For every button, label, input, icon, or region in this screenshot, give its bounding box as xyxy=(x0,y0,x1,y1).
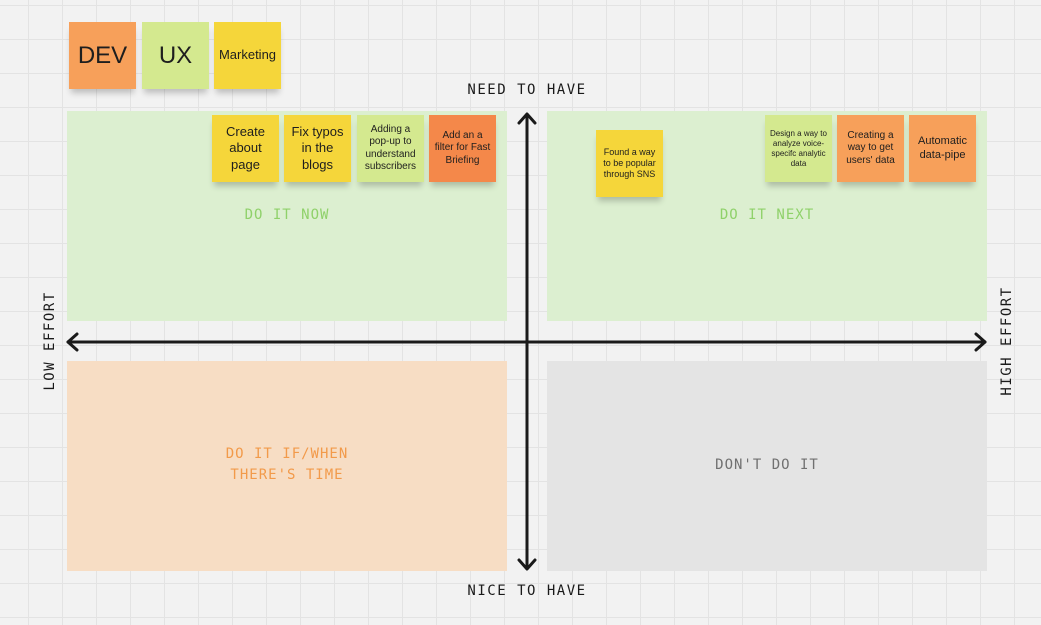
note-fix-typos-blogs[interactable]: Fix typos in the blogs xyxy=(284,115,351,182)
quadrant-dont-do-it xyxy=(547,361,987,571)
legend-marketing-note[interactable]: Marketing xyxy=(214,22,281,89)
quadrant-label-do-it-now: DO IT NOW xyxy=(244,207,330,223)
note-popular-sns[interactable]: Found a way to be popular through SNS xyxy=(596,130,663,197)
arrow-right-icon xyxy=(974,332,987,352)
note-text: Automatic data-pipe xyxy=(918,134,967,161)
note-text: Fix typos in the blogs xyxy=(291,124,344,172)
legend-ux-label: UX xyxy=(158,41,193,69)
quadrant-do-it-if-time xyxy=(67,361,507,571)
note-text: Creating a way to get users' data xyxy=(846,129,895,166)
quadrant-label-dont-do-it: DON'T DO IT xyxy=(715,457,819,473)
quadrant-label-do-it-if-time: DO IT IF/WHEN THERE'S TIME xyxy=(225,446,349,483)
arrow-up-icon xyxy=(517,112,537,125)
arrow-left-icon xyxy=(66,332,79,352)
legend-dev-label: DEV xyxy=(77,41,128,69)
note-users-data[interactable]: Creating a way to get users' data xyxy=(837,115,904,182)
note-text: Add an a filter for Fast Briefing xyxy=(434,129,491,166)
arrow-down-icon xyxy=(517,558,537,571)
note-create-about-page[interactable]: Create about page xyxy=(212,115,279,182)
note-data-pipe[interactable]: Automatic data-pipe xyxy=(909,115,976,182)
note-text: Create about page xyxy=(225,124,266,172)
axis-label-need-to-have: NEED TO HAVE xyxy=(467,82,587,98)
note-text: Design a way to analyze voice-specifc an… xyxy=(770,128,827,168)
note-popup-subscribers[interactable]: Adding a pop-up to understand subscriber… xyxy=(357,115,424,182)
quadrant-label-do-it-next: DO IT NEXT xyxy=(719,207,815,223)
axis-label-high-effort: HIGH EFFORT xyxy=(999,286,1015,396)
note-text: Adding a pop-up to understand subscriber… xyxy=(364,123,417,173)
legend-marketing-label: Marketing xyxy=(218,47,277,63)
note-filter-fast-briefing[interactable]: Add an a filter for Fast Briefing xyxy=(429,115,496,182)
note-text: Found a way to be popular through SNS xyxy=(603,146,656,180)
axis-label-nice-to-have: NICE TO HAVE xyxy=(467,583,587,599)
legend-ux-note[interactable]: UX xyxy=(142,22,209,89)
legend-dev-note[interactable]: DEV xyxy=(69,22,136,89)
axis-label-low-effort: LOW EFFORT xyxy=(42,291,58,391)
note-voice-analytics[interactable]: Design a way to analyze voice-specifc an… xyxy=(765,115,832,182)
